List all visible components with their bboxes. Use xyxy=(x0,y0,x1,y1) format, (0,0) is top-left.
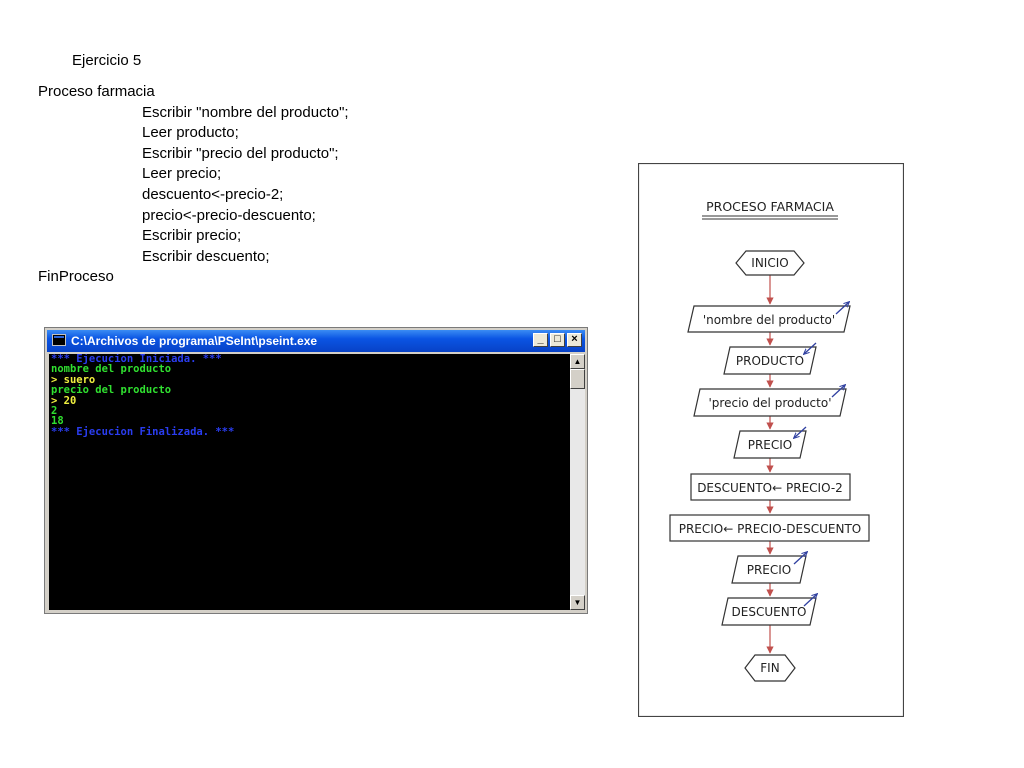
flow-node-label: 'precio del producto' xyxy=(709,396,832,410)
code-line: Escribir descuento; xyxy=(142,247,270,265)
scroll-down-icon[interactable]: ▼ xyxy=(570,595,585,610)
console-line: *** Ejecucion Finalizada. *** xyxy=(51,425,235,438)
flow-node-label: INICIO xyxy=(751,256,788,270)
flow-node-label: PRECIO← PRECIO-DESCUENTO xyxy=(679,522,862,536)
flow-node-process: PRECIO← PRECIO-DESCUENTO xyxy=(669,514,870,542)
flow-node-input: PRODUCTO xyxy=(723,342,817,375)
code-line: precio<-precio-descuento; xyxy=(142,206,316,224)
code-line: Leer precio; xyxy=(142,165,222,183)
flow-node-label: PRECIO xyxy=(747,563,792,577)
console-line: > suero xyxy=(51,373,96,386)
console-line: 2 xyxy=(51,404,58,417)
window-titlebar[interactable]: C:\Archivos de programa\PSeInt\pseint.ex… xyxy=(47,330,585,352)
vertical-scrollbar[interactable]: ▲ ▼ xyxy=(570,354,585,610)
code-line: FinProceso xyxy=(38,268,114,286)
scroll-thumb[interactable] xyxy=(570,369,585,389)
flowchart-svg: PROCESO FARMACIA INICIO 'nombre del prod… xyxy=(638,163,904,717)
flowchart-panel: PROCESO FARMACIA INICIO 'nombre del prod… xyxy=(638,163,904,717)
code-line: Escribir "nombre del producto"; xyxy=(142,103,349,121)
flow-node-output: DESCUENTO xyxy=(721,594,817,626)
flow-node-start: INICIO xyxy=(735,250,805,276)
flow-node-label: PRECIO xyxy=(748,438,793,452)
flow-node-end: FIN xyxy=(744,654,796,682)
flow-node-output: PRECIO xyxy=(731,552,807,584)
flow-node-label: PRODUCTO xyxy=(736,354,804,368)
code-line: Leer producto; xyxy=(142,124,239,142)
flow-node-output: 'nombre del producto' xyxy=(687,302,851,333)
flow-node-output: 'precio del producto' xyxy=(693,385,847,417)
code-line: Proceso farmacia xyxy=(38,83,155,100)
flow-node-label: FIN xyxy=(760,661,779,675)
console-line: > 20 xyxy=(51,394,77,407)
code-line: descuento<-precio-2; xyxy=(142,185,284,203)
flow-node-label: DESCUENTO← PRECIO-2 xyxy=(697,481,843,495)
exercise-title: Ejercicio 5 xyxy=(72,52,142,69)
scroll-up-icon[interactable]: ▲ xyxy=(570,354,585,369)
console-line: precio del producto xyxy=(51,384,172,397)
console-line: *** Ejecucion Iniciada. *** xyxy=(51,354,222,365)
console-line: 18 xyxy=(51,415,64,428)
flow-node-process: DESCUENTO← PRECIO-2 xyxy=(690,473,851,501)
console-window: C:\Archivos de programa\PSeInt\pseint.ex… xyxy=(44,327,588,614)
flow-node-label: DESCUENTO xyxy=(732,605,807,619)
flow-node-label: 'nombre del producto' xyxy=(703,313,835,327)
code-line: Escribir "precio del producto"; xyxy=(142,144,339,162)
maximize-button[interactable]: □ xyxy=(550,333,565,347)
pseudocode-block: Proceso farmacia Escribir "nombre del pr… xyxy=(38,82,349,288)
console-output[interactable]: *** Ejecucion Iniciada. *** nombre del p… xyxy=(49,354,570,610)
window-title: C:\Archivos de programa\PSeInt\pseint.ex… xyxy=(71,334,318,348)
console-line: nombre del producto xyxy=(51,363,172,376)
flow-node-input: PRECIO xyxy=(733,426,807,459)
close-button[interactable]: × xyxy=(567,333,582,347)
code-line: Escribir precio; xyxy=(142,227,242,245)
console-app-icon[interactable] xyxy=(52,334,66,346)
flowchart-title: PROCESO FARMACIA xyxy=(706,199,834,214)
minimize-button[interactable]: _ xyxy=(533,333,548,347)
